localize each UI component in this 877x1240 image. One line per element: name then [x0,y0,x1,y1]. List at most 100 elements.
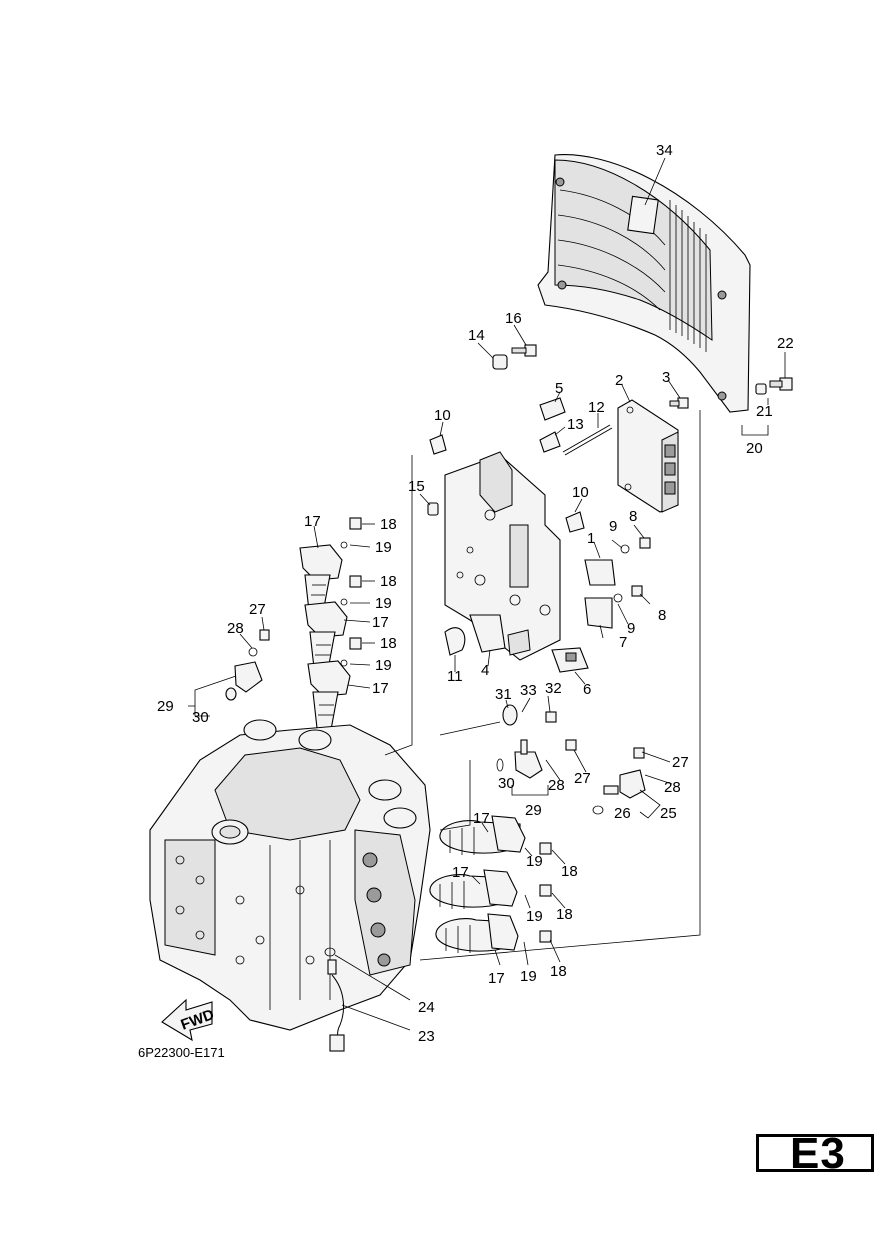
cover-fins [669,200,707,352]
part-10-holder-b [565,511,585,533]
ignition-coil-right-3 [435,913,519,953]
page-id-box [756,1134,874,1172]
callout-1: 1 [587,530,595,547]
part-22-bolt [769,377,793,391]
part-1-plate [584,559,616,586]
part-10-holder-a [429,434,447,455]
fwd-arrow: FWD [161,998,217,1042]
callout-28-mid: 28 [548,777,565,794]
callout-17-left-1: 17 [304,513,321,530]
callout-22: 22 [777,335,794,352]
part-2-ecu [617,399,679,513]
callout-33: 33 [520,682,537,699]
part-21-collar [755,383,767,395]
callout-19-right-1: 19 [526,853,543,870]
page-id-label: E3 [790,1129,846,1178]
callout-6: 6 [583,681,591,698]
callout-18-right-1: 18 [561,863,578,880]
callout-19-right-3: 19 [520,968,537,985]
part-3-bolt [669,397,689,409]
sensor-29-right [496,711,577,779]
callout-19-left-1: 19 [375,539,392,556]
callout-14: 14 [468,327,485,344]
callout-labels: 34 22 21 20 14 16 5 2 3 12 13 10 10 15 9… [157,142,794,1045]
diagram-code: 6P22300-E171 [138,1045,225,1060]
callout-29-left: 29 [157,698,174,715]
sensor-25 [592,747,646,815]
callout-18-right-3: 18 [550,963,567,980]
part-4-bracket [469,614,531,656]
engine-block [149,719,431,1031]
sensor-29-left [225,629,270,701]
part-14-grommet [492,354,508,370]
cover-label-plate [627,195,659,235]
part-24-washer [324,947,336,957]
coil-bolts-right [539,842,552,943]
part-31-33-sensor [502,704,518,726]
callout-5: 5 [555,380,563,397]
callout-12: 12 [588,399,605,416]
callout-18-left-1: 18 [380,516,397,533]
callout-13: 13 [567,416,584,433]
callout-30-left: 30 [192,709,209,726]
callout-19-left-2: 19 [375,595,392,612]
callout-8-upper: 8 [629,508,637,525]
callout-20: 20 [746,440,763,457]
callout-27-right: 27 [672,754,689,771]
part-5-clamp [539,397,566,421]
part-7-plate [584,597,613,629]
part-13-holder [539,431,561,453]
part-8-bolts [631,537,651,597]
callout-9-upper: 9 [609,518,617,535]
callout-16: 16 [505,310,522,327]
callout-30-right: 30 [498,775,515,792]
coil-bolts-left [340,517,362,667]
callout-26: 26 [614,805,631,822]
callout-7: 7 [619,634,627,651]
callout-29-right: 29 [525,802,542,819]
callout-18-left-2: 18 [380,573,397,590]
callout-28-left: 28 [227,620,244,637]
callout-3: 3 [662,369,670,386]
callout-17-left-2: 17 [372,614,389,631]
callout-17-right-3: 17 [488,970,505,987]
part-6-coupler [551,647,589,673]
callout-27-mid: 27 [574,770,591,787]
part-11-clamp [444,627,466,656]
callout-10-upper: 10 [434,407,451,424]
callout-11: 11 [447,668,463,685]
ignition-coil-right-2 [429,869,518,909]
callout-23: 23 [418,1028,435,1045]
callout-17-right-2: 17 [452,864,469,881]
part-bracket-plate [444,451,561,661]
part-12-tie [562,424,613,456]
callout-19-right-2: 19 [526,908,543,925]
callout-17-left-3: 17 [372,680,389,697]
ignition-coil-left-3 [307,660,351,738]
callout-8-lower: 8 [658,607,666,624]
leader-lines [188,157,786,1031]
callout-34: 34 [656,142,673,159]
callout-32: 32 [545,680,562,697]
callout-15: 15 [408,478,425,495]
callout-25: 25 [660,805,677,822]
part-34-cover [537,154,751,413]
callout-31: 31 [495,686,512,703]
callout-9-lower: 9 [627,620,635,637]
callout-17-right-1: 17 [473,810,490,827]
callout-21: 21 [756,403,773,420]
part-15-collar [427,502,439,516]
callout-24: 24 [418,999,435,1016]
callout-10-lower: 10 [572,484,589,501]
callout-4: 4 [481,662,489,679]
part-23-sensor [327,959,345,1052]
callout-28-right: 28 [664,779,681,796]
callout-19-left-3: 19 [375,657,392,674]
callout-18-right-2: 18 [556,906,573,923]
callout-18-left-3: 18 [380,635,397,652]
ignition-coil-right-1 [439,815,526,855]
part-16-bolt [511,344,537,357]
callout-2: 2 [615,372,623,389]
part-9-washers [613,544,630,603]
